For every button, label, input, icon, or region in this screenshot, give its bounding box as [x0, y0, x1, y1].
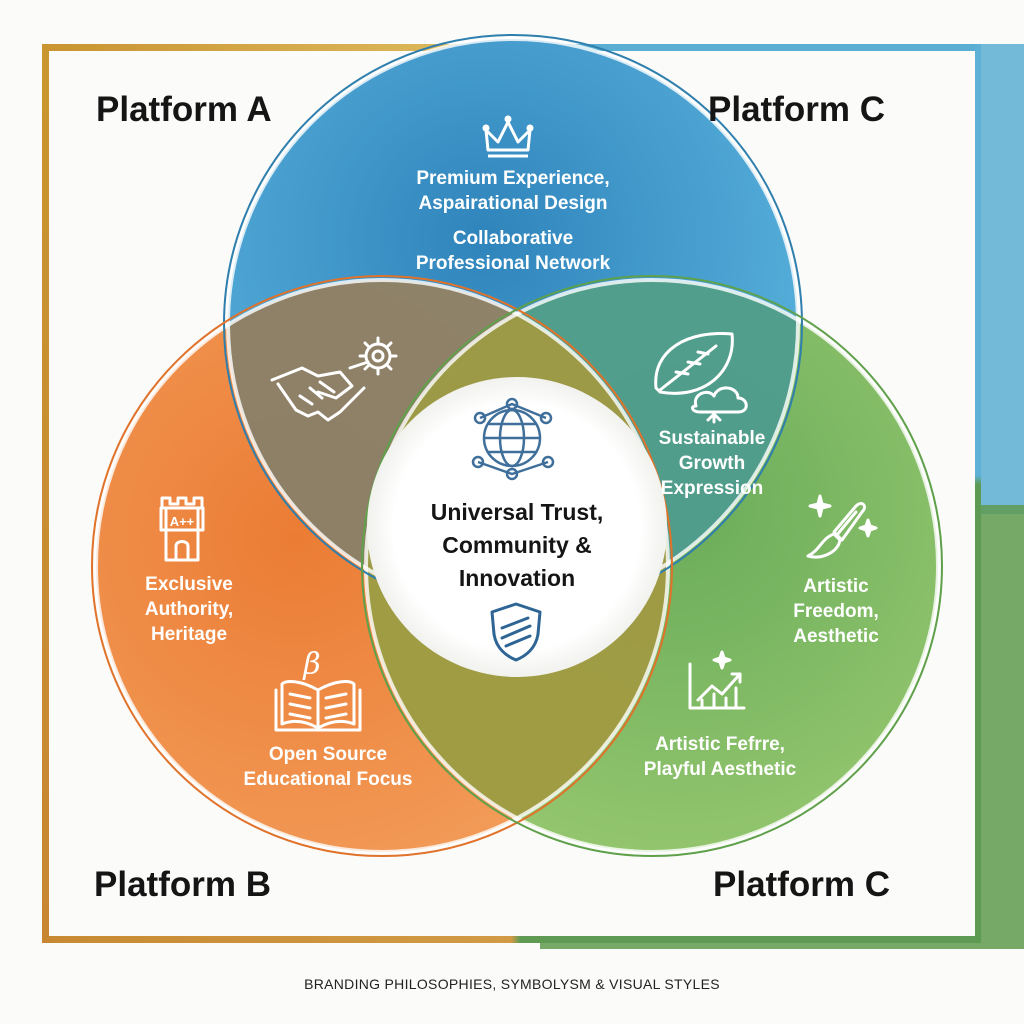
blue-green-region-text: Sustainable Growth Expression: [612, 426, 812, 501]
orange-text-line: Heritage: [150, 624, 228, 645]
frame-bottom: [42, 936, 980, 943]
blue-text-line: Collaborative: [452, 228, 574, 249]
green-text-line: Aesthetic: [793, 626, 879, 647]
blue-text-line: Professional Network: [415, 253, 611, 274]
frame-green-strip: [540, 943, 1024, 949]
frame-green-panel: [981, 505, 1024, 943]
overlap-text-line: Expression: [660, 478, 764, 499]
green-outer-ring: [361, 275, 943, 857]
handshake-gear-icon: [270, 336, 398, 422]
orange-text-line: Educational Focus: [243, 769, 413, 790]
green-lower-region-text: Artistic Fefrre, Playful Aesthetic: [610, 732, 830, 782]
center-text: Universal Trust, Community & Innovation: [387, 496, 647, 595]
footer-caption: BRANDING PHILOSOPHIES, SYMBOLYSM & VISUA…: [304, 976, 720, 992]
label-platform-a: Platform A: [96, 90, 272, 129]
frame-blue-panel: [981, 44, 1024, 514]
label-platform-c-bottom: Platform C: [713, 865, 890, 904]
orange-text-line: Open Source: [268, 744, 388, 765]
orange-text-line: Authority,: [144, 599, 234, 620]
frame-right: [975, 44, 981, 943]
label-platform-c-top: Platform C: [708, 90, 885, 129]
blue-text-line: Aspairational Design: [418, 193, 608, 214]
orange-outline: [94, 278, 670, 854]
leaf-cloud-icon: [654, 331, 748, 424]
center-text-line: Innovation: [458, 565, 576, 591]
frame: [42, 44, 1024, 949]
overlap-text-line: Growth: [678, 453, 746, 474]
orange-outer-ring: [91, 275, 673, 857]
center-circle: [367, 377, 667, 677]
overlap-text-line: Sustainable: [658, 428, 766, 449]
frame-left: [42, 44, 49, 943]
orange-region-text: Exclusive Authority, Heritage: [99, 572, 279, 647]
green-outline: [364, 278, 940, 854]
paintbrush-sparkle-icon: [806, 494, 878, 559]
blue-text-line: Premium Experience,: [416, 168, 610, 189]
beta-symbol: β: [302, 647, 320, 682]
green-text-line: Artistic Fefrre,: [655, 734, 785, 755]
blue-region-text: Premium Experience, Aspairational Design…: [363, 166, 663, 276]
center-text-line: Community &: [442, 532, 592, 558]
orange-text-line: Exclusive: [145, 574, 233, 595]
open-book-icon: [274, 680, 362, 732]
castle-badge-icon: [159, 496, 205, 562]
network-globe-icon: [471, 397, 555, 481]
label-platform-b: Platform B: [94, 865, 271, 904]
orange-lower-region-text: Open Source Educational Focus: [218, 742, 438, 792]
center-text-line: Universal Trust,: [430, 499, 604, 525]
shield-icon: [490, 602, 542, 662]
green-text-line: Playful Aesthetic: [643, 759, 797, 780]
green-text-line: Freedom,: [793, 601, 879, 622]
crown-icon: [482, 115, 534, 158]
green-text-line: Artistic: [803, 576, 869, 597]
castle-badge-text: A++: [170, 514, 195, 529]
growth-chart-icon: [688, 650, 746, 710]
green-region-text: Artistic Freedom, Aesthetic: [756, 574, 916, 649]
